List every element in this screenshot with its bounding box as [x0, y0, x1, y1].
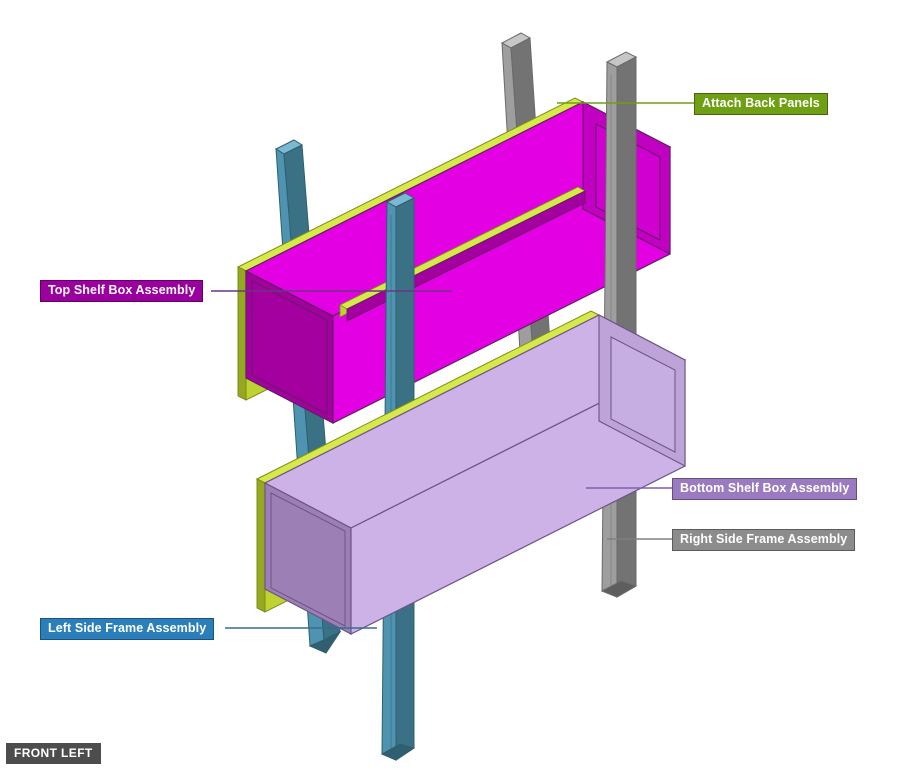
callout-attach-back-panels[interactable]: Attach Back Panels [694, 93, 828, 115]
callout-right-side-frame-assembly[interactable]: Right Side Frame Assembly [672, 529, 856, 551]
bottom-shelf-box[interactable] [263, 314, 687, 635]
callout-left-side-frame-assembly[interactable]: Left Side Frame Assembly [40, 618, 215, 640]
callout-bottom-shelf-box-assembly[interactable]: Bottom Shelf Box Assembly [672, 478, 858, 500]
top-shelf-box[interactable] [244, 101, 672, 424]
callout-top-shelf-box-assembly[interactable]: Top Shelf Box Assembly [40, 280, 204, 302]
leader-lines [211, 102, 694, 629]
view-orientation-badge: FRONT LEFT [6, 743, 101, 764]
